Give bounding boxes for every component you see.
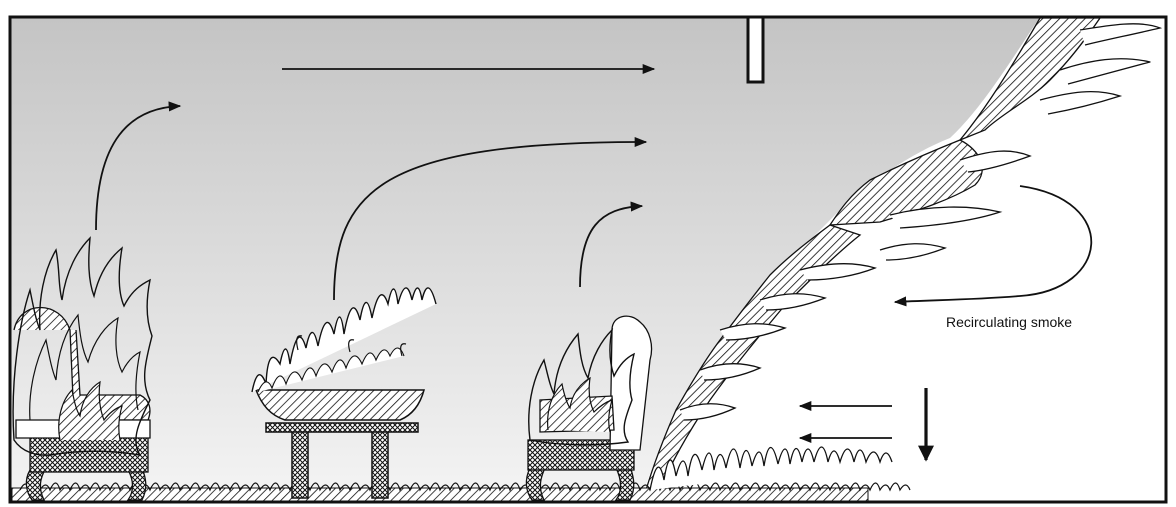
burning-floor [11,446,911,502]
burning-table [251,287,437,499]
room-ceiling-vent [746,17,765,84]
plume-arrow-table [333,136,648,301]
burning-chair-right [525,315,653,501]
airflow-arrows [95,63,1093,462]
plume-arrow-right-chair [579,201,644,288]
room-outline [8,15,1168,504]
recirculating-smoke-label: Recirculating smoke [946,314,1073,330]
recirculating-smoke-arrow [893,185,1093,307]
burning-chair-left [12,236,153,501]
plume-arrow-left-chair [95,101,182,231]
